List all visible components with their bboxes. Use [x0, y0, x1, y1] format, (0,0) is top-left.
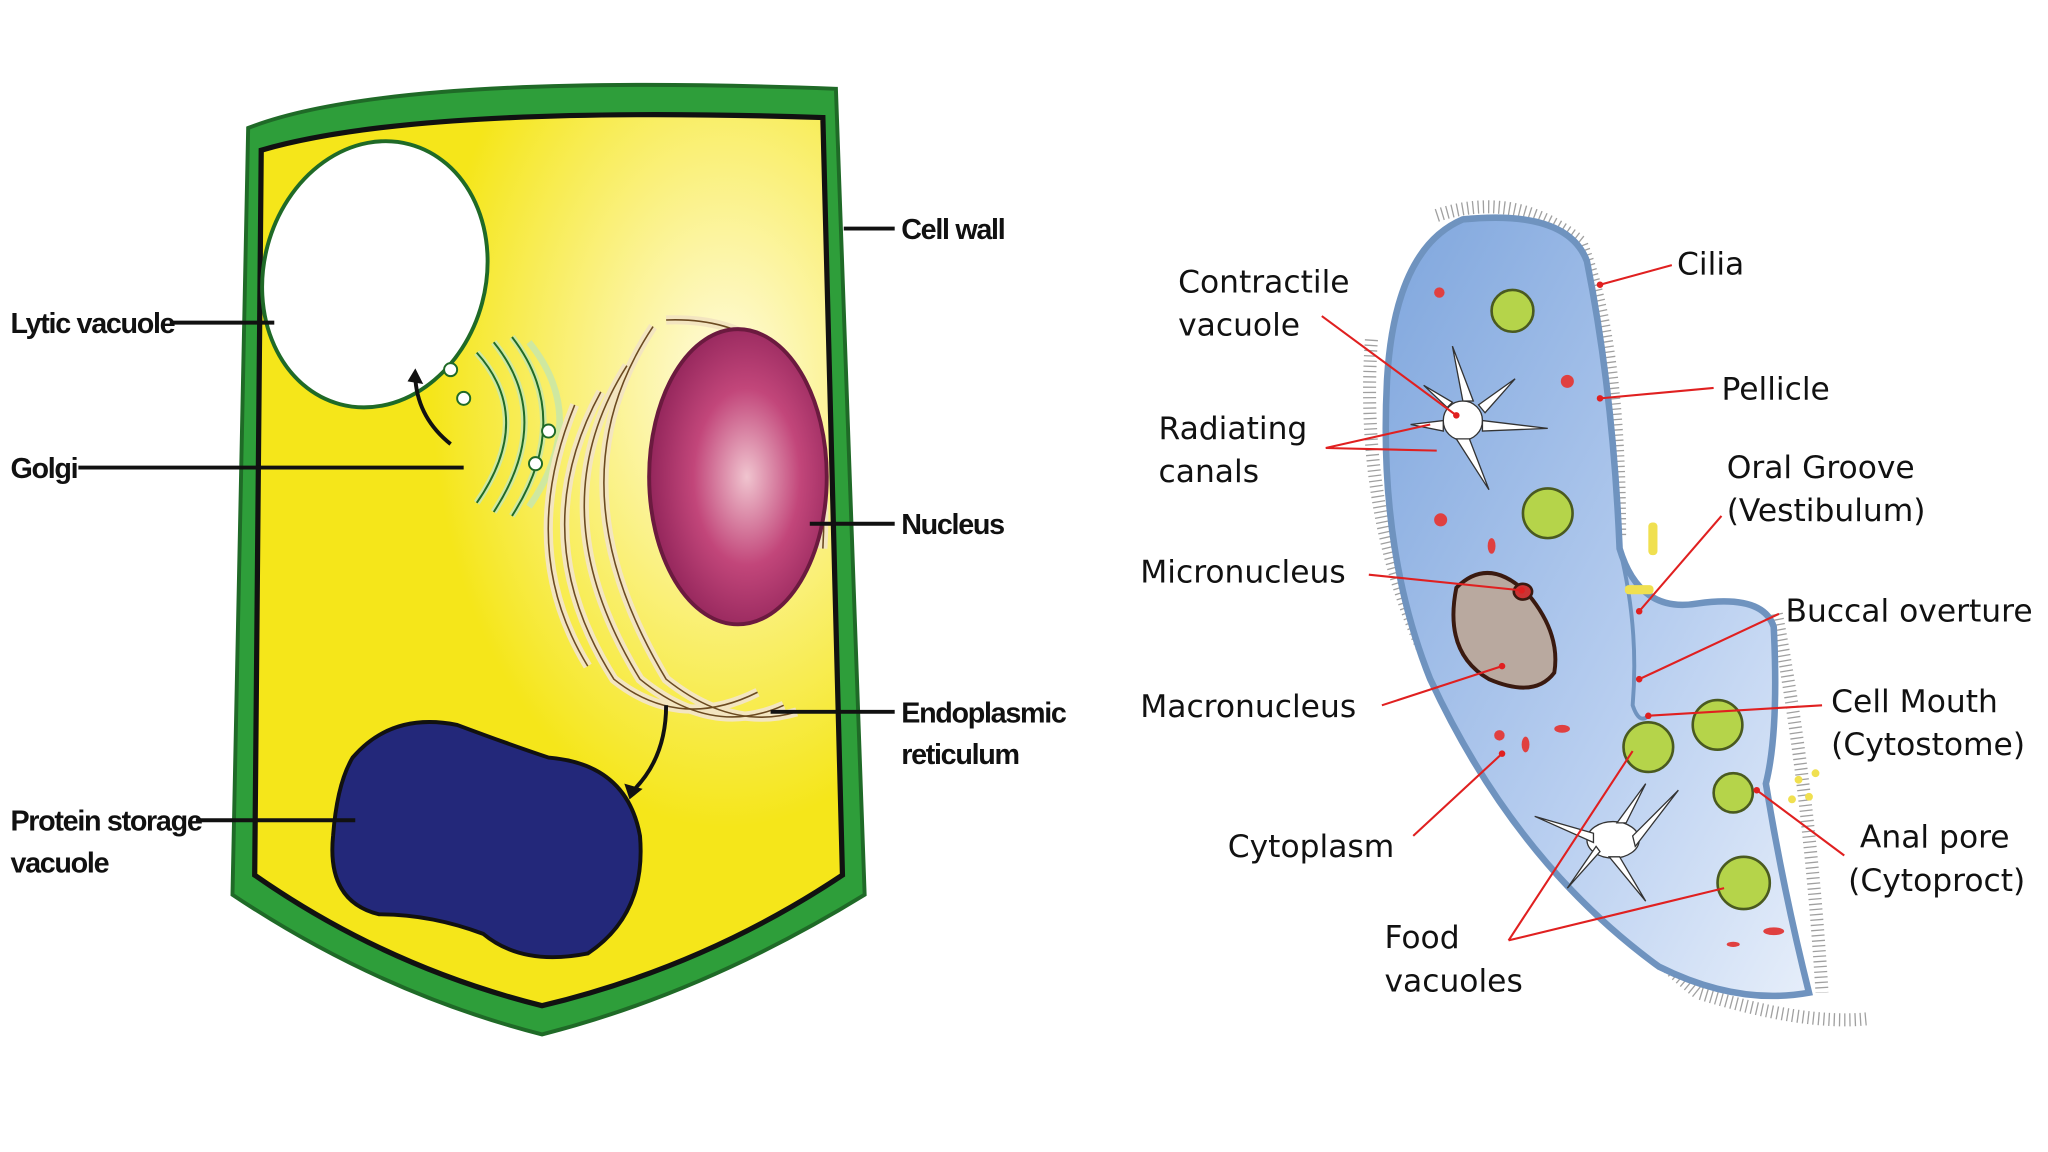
label-nucleus: Nucleus [901, 509, 1004, 541]
golgi-apparatus [443, 334, 563, 518]
food-vacuoles [1490, 288, 1772, 911]
label-lytic-vacuole: Lytic vacuole [10, 308, 174, 340]
label-radiating-line1: Radiating [1159, 411, 1308, 447]
label-mouth-line1: Cell Mouth [1831, 684, 1998, 720]
label-er-line1: Endoplasmic [901, 697, 1067, 729]
label-pellicle: Pellicle [1721, 372, 1829, 408]
protein-storage-vacuole [330, 720, 643, 960]
label-mouth-line2: (Cytostome) [1831, 727, 2025, 763]
arrowhead-icon [407, 368, 424, 384]
label-food-line1: Food [1384, 920, 1459, 956]
contractile-vacuole-top [1410, 345, 1548, 491]
label-cytoplasm: Cytoplasm [1228, 829, 1395, 865]
label-radiating-line2: canals [1159, 454, 1260, 490]
label-contractile-line1: Contractile [1178, 265, 1349, 301]
arrow-golgi-to-vacuole [413, 378, 452, 446]
contractile-vacuole-bottom [1534, 783, 1679, 902]
expelled-particles [1624, 522, 1820, 804]
label-protein-line2: vacuole [10, 847, 108, 879]
label-oral-line2: (Vestibulum) [1727, 493, 1926, 529]
label-macronucleus: Macronucleus [1140, 689, 1356, 725]
label-oral-line1: Oral Groove [1727, 450, 1915, 486]
label-food-line2: vacuoles [1384, 963, 1522, 999]
nucleus [647, 327, 829, 627]
cytoplasm-granules [1434, 287, 1785, 947]
lytic-vacuole [260, 139, 490, 410]
label-anal-line2: (Cytoproct) [1848, 863, 2025, 899]
label-micronucleus: Micronucleus [1140, 555, 1345, 591]
label-contractile-line2: vacuole [1178, 308, 1300, 344]
label-cilia: Cilia [1677, 246, 1744, 282]
macronucleus [1451, 571, 1558, 690]
label-protein-line1: Protein storage [10, 806, 201, 838]
label-cell-wall: Cell wall [901, 214, 1004, 246]
paramecium: Cilia Contractile vacuole Pellicle Radia… [1140, 200, 2033, 1027]
plant-cell: Cell wall Lytic vacuole Golgi Nucleus En… [10, 82, 1068, 1037]
label-buccal: Buccal overture [1785, 594, 2032, 630]
leader-lines [1321, 264, 1845, 942]
pellicle-body [1382, 214, 1813, 1000]
arrowhead-icon [624, 783, 643, 800]
arrow-er-to-protein-vacuole [632, 705, 669, 792]
label-anal-line1: Anal pore [1860, 820, 2010, 856]
cilia [1363, 200, 1869, 1027]
label-er-line2: reticulum [901, 739, 1019, 771]
label-golgi: Golgi [10, 453, 77, 485]
